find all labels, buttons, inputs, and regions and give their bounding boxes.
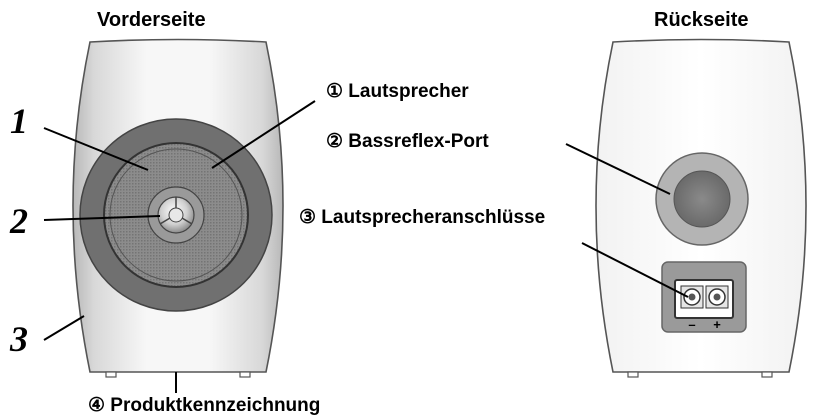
callout-lautsprecheranschluesse: ③ Lautsprecheranschlüsse <box>299 207 546 228</box>
marker-3: 3 <box>10 319 28 359</box>
bass-reflex-port <box>655 152 749 246</box>
front-foot-right <box>239 371 251 378</box>
front-view-title: Vorderseite <box>97 9 206 31</box>
back-foot-right <box>761 371 773 378</box>
terminal-plus-label: + <box>713 317 721 332</box>
marker-2: 2 <box>10 201 28 241</box>
leader-3 <box>43 315 85 341</box>
callout-bassreflex-port: ② Bassreflex-Port <box>326 131 489 152</box>
back-view-title: Rückseite <box>654 9 749 31</box>
terminal-minus-label: – <box>688 317 695 332</box>
speaker-terminals: – + <box>661 261 747 333</box>
front-speaker <box>72 38 284 378</box>
back-foot-left <box>627 371 639 378</box>
leader-lautsprecher <box>211 100 316 169</box>
leader-bassreflex <box>565 143 671 195</box>
woofer <box>79 118 273 312</box>
leader-1 <box>43 127 149 171</box>
callout-produktkennzeichnung: ④ Produktkennzeichnung <box>88 395 321 416</box>
callout-lautsprecher: ① Lautsprecher <box>326 81 469 102</box>
front-foot-left <box>105 371 117 378</box>
back-speaker: – + <box>595 38 807 378</box>
leader-2 <box>43 215 161 221</box>
marker-1: 1 <box>10 101 28 141</box>
leader-lines <box>43 100 689 393</box>
leader-anschluesse <box>581 242 689 298</box>
